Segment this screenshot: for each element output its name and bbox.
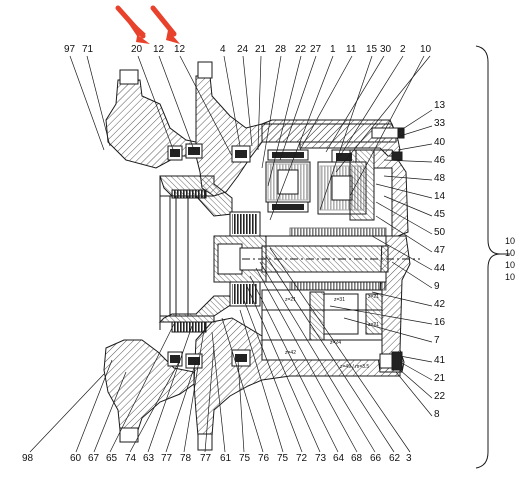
gear-label-z21a: z=21 — [285, 297, 296, 303]
red-arrow-right — [150, 5, 180, 44]
bracket-label-2: 10 — [505, 248, 516, 258]
callout-50: 50 — [434, 227, 446, 238]
callout-75a: 75 — [239, 453, 251, 464]
callout-46: 46 — [434, 155, 446, 166]
callout-27: 27 — [310, 44, 322, 55]
callout-42: 42 — [434, 299, 446, 310]
callout-30: 30 — [380, 44, 392, 55]
callout-28: 28 — [275, 44, 287, 55]
callout-98: 98 — [22, 453, 34, 464]
callout-97: 97 — [64, 44, 76, 55]
callout-22-right: 22 — [434, 391, 446, 402]
input-shaft — [213, 227, 420, 291]
callout-78: 78 — [180, 453, 192, 464]
callout-75b: 75 — [277, 453, 289, 464]
callout-9: 9 — [434, 281, 440, 292]
bracket-label-1: 10 — [505, 236, 516, 246]
gear-label-z24: z=24 — [330, 340, 341, 346]
gear-label-z31: z=31 — [334, 297, 345, 303]
callout-74: 74 — [125, 453, 137, 464]
callout-20: 20 — [131, 44, 143, 55]
callout-73: 73 — [315, 453, 327, 464]
callout-45: 45 — [434, 209, 446, 220]
callout-76: 76 — [258, 453, 270, 464]
callout-61: 61 — [220, 453, 232, 464]
callout-65: 65 — [106, 453, 118, 464]
callout-44: 44 — [434, 263, 446, 274]
bracket-label-4: 10 — [505, 272, 516, 282]
callout-22: 22 — [295, 44, 307, 55]
tapered-roller-bearings — [167, 143, 357, 369]
assembly-bracket — [475, 45, 501, 469]
callout-21-right: 21 — [434, 373, 446, 384]
red-arrow-left — [115, 5, 150, 44]
callout-48: 48 — [434, 173, 446, 184]
gear-label-z21c: z=21 — [368, 322, 379, 328]
callout-40: 40 — [434, 137, 446, 148]
callout-41: 41 — [434, 355, 446, 366]
callout-4: 4 — [220, 44, 226, 55]
callout-67: 67 — [88, 453, 100, 464]
callout-2: 2 — [400, 44, 406, 55]
callout-77a: 77 — [161, 453, 173, 464]
callout-10: 10 — [420, 44, 432, 55]
callout-3: 3 — [406, 453, 412, 464]
callout-33: 33 — [434, 118, 446, 129]
callout-66: 66 — [370, 453, 382, 464]
callout-77b: 77 — [200, 453, 212, 464]
callout-21: 21 — [255, 44, 267, 55]
callout-11: 11 — [346, 44, 357, 55]
gear-label-z42: z=42 — [285, 350, 296, 356]
leader-lines — [29, 55, 433, 453]
callout-64: 64 — [333, 453, 345, 464]
callout-1: 1 — [330, 44, 336, 55]
gear-label-z21b: z=21 — [368, 294, 379, 300]
end-cover-bolts — [371, 127, 405, 371]
callout-47: 47 — [434, 245, 446, 256]
callout-24: 24 — [237, 44, 249, 55]
planet-gears — [265, 149, 375, 221]
gear-label-z49: z=49 / m=3.5 — [340, 364, 370, 370]
callout-15: 15 — [366, 44, 378, 55]
callout-12a: 12 — [153, 44, 165, 55]
callout-12b: 12 — [174, 44, 186, 55]
lower-planet-stage — [261, 289, 383, 361]
bracket-label-3: 10 — [505, 260, 516, 270]
callout-8: 8 — [434, 409, 440, 420]
callout-16: 16 — [434, 317, 446, 328]
callout-62: 62 — [389, 453, 401, 464]
callout-7: 7 — [434, 335, 440, 346]
callout-68: 68 — [351, 453, 363, 464]
callout-13: 13 — [434, 100, 446, 111]
callout-72: 72 — [296, 453, 308, 464]
callout-63: 63 — [143, 453, 155, 464]
callout-60: 60 — [70, 453, 82, 464]
callout-71: 71 — [82, 44, 94, 55]
callout-14: 14 — [434, 191, 446, 202]
